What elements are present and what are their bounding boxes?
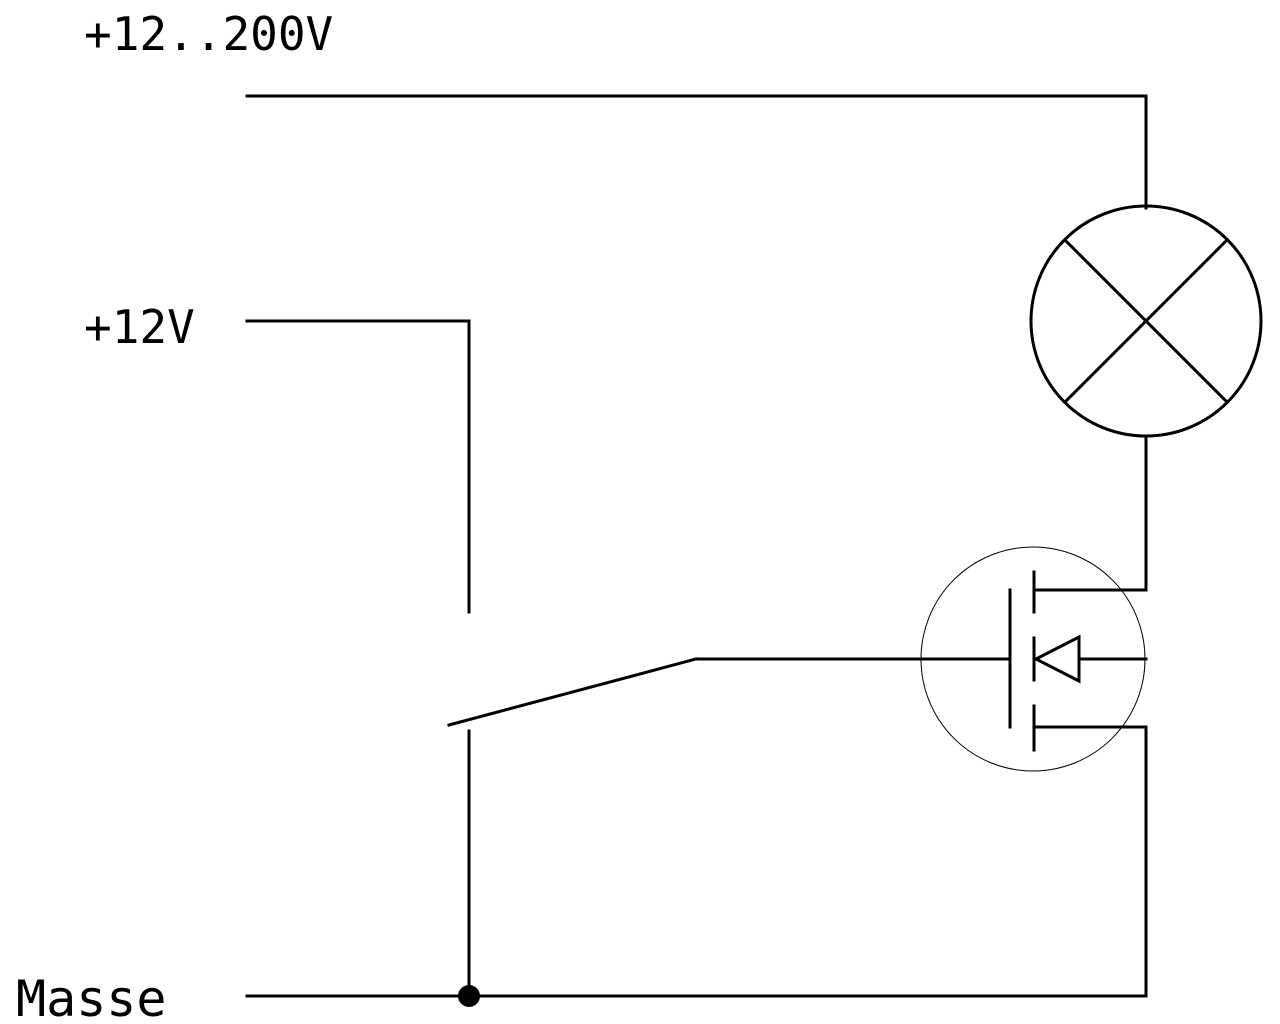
switch-icon bbox=[447, 657, 1010, 727]
lamp-icon bbox=[1029, 204, 1263, 438]
high-voltage-wire bbox=[245, 94, 1148, 210]
logic-voltage-wire bbox=[245, 319, 471, 614]
ground-label: Masse bbox=[16, 970, 167, 1024]
logic-voltage-label: +12V bbox=[84, 300, 195, 354]
junction-dot bbox=[458, 985, 480, 1007]
lamp-to-drain-wire bbox=[1032, 434, 1148, 592]
high-voltage-label: +12..200V bbox=[84, 7, 333, 61]
mosfet-icon bbox=[920, 546, 1148, 772]
source-to-ground-wire bbox=[1032, 725, 1148, 998]
